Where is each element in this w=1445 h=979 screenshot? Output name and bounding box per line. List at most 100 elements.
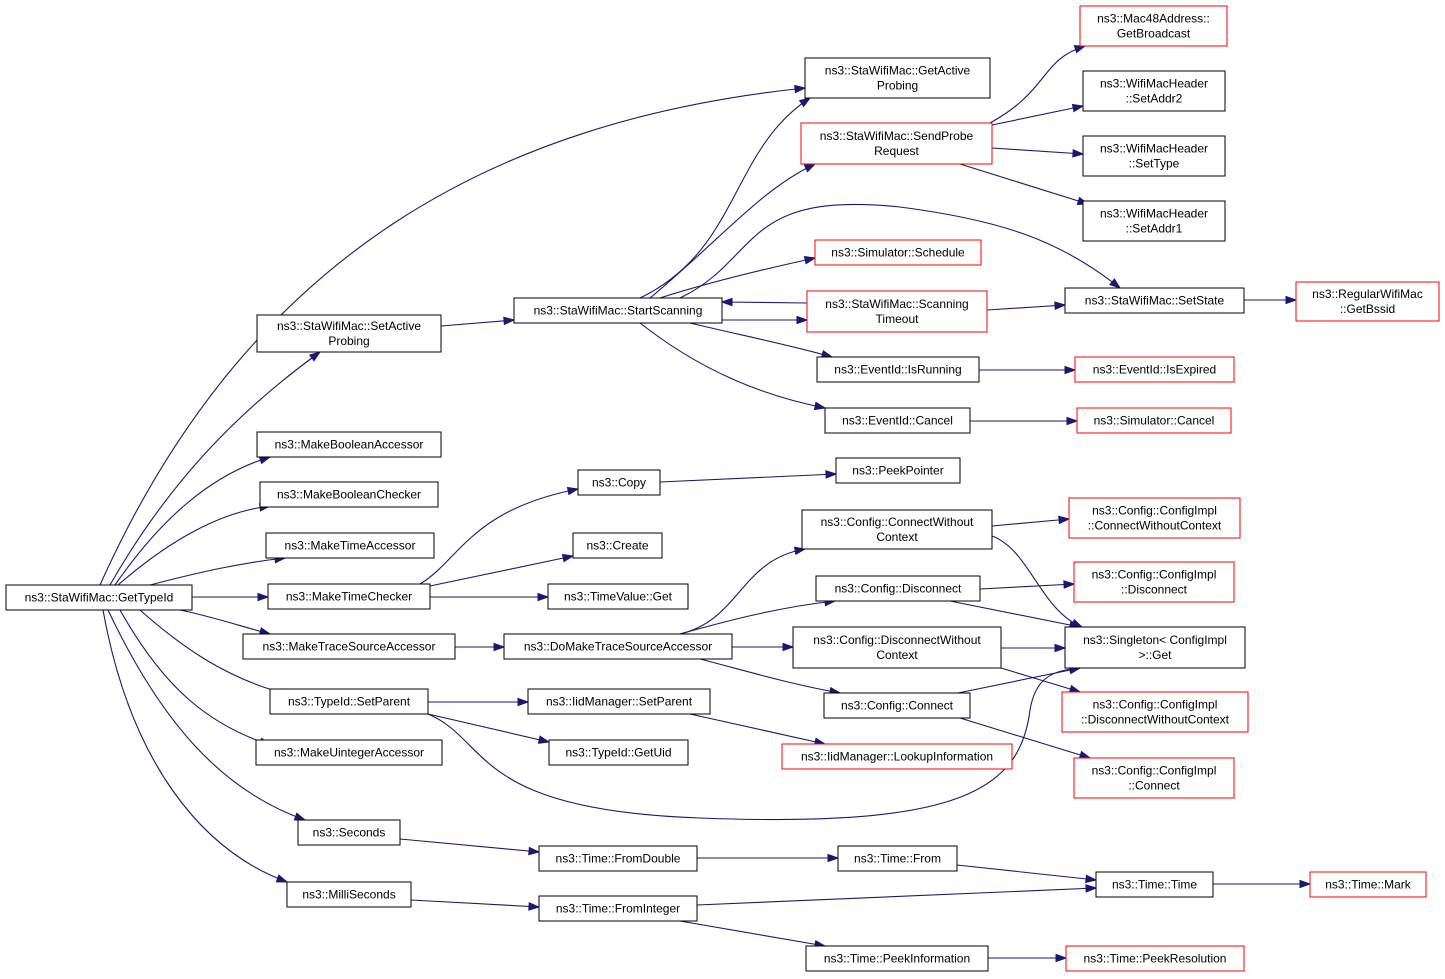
edge-line [109, 351, 321, 586]
node-box [814, 239, 982, 266]
call-edge [419, 486, 580, 585]
call-edge [991, 103, 1085, 126]
function-node-n6[interactable]: ns3::WifiMacHeader::SetAddr2 [1082, 70, 1226, 112]
function-node-n47[interactable]: ns3::Time::FromInteger [538, 895, 698, 922]
function-node-n21[interactable]: ns3::Copy [577, 469, 661, 496]
node-label: ns3::StaWifiMac::StartScanning [534, 304, 703, 318]
edge-line [979, 583, 1075, 590]
edge-line [440, 319, 515, 327]
edge-line [102, 609, 288, 883]
arrowhead-icon [1063, 580, 1076, 589]
function-node-n18[interactable]: ns3::MakeBooleanChecker [259, 481, 439, 508]
function-node-n30[interactable]: ns3::Config::ConfigImpl::Disconnect [1073, 561, 1235, 603]
node-box [256, 431, 442, 458]
function-node-n8[interactable]: ns3::WifiMacHeader::SetAddr1 [1082, 200, 1226, 242]
arrowhead-icon [1299, 879, 1312, 889]
node-box [1073, 561, 1235, 603]
function-node-n20[interactable]: ns3::MakeTimeChecker [267, 583, 431, 610]
call-edge [455, 642, 506, 652]
node-label: ns3::TypeId::SetParent [288, 695, 411, 709]
function-node-n23[interactable]: ns3::Create [572, 532, 663, 559]
function-node-n29[interactable]: ns3::Config::Disconnect [815, 575, 981, 602]
function-node-n28[interactable]: ns3::Config::ConfigImpl::ConnectWithoutC… [1068, 497, 1241, 539]
function-node-n0[interactable]: ns3::StaWifiMac::GetTypeId [5, 584, 193, 611]
function-node-n25[interactable]: ns3::MakeTraceSourceAccessor [242, 633, 456, 660]
node-label: Context [876, 648, 918, 662]
edge-line [107, 609, 306, 821]
arrowhead-icon [794, 84, 807, 94]
function-node-n34[interactable]: ns3::Config::ConfigImpl::DisconnectWitho… [1061, 691, 1249, 733]
edge-line [639, 322, 826, 409]
function-node-n19[interactable]: ns3::MakeTimeAccessor [265, 532, 435, 559]
node-box [297, 819, 401, 846]
edge-line [639, 97, 811, 299]
function-node-n13[interactable]: ns3::EventId::IsRunning [816, 356, 980, 383]
arrowhead-icon [1054, 643, 1067, 653]
function-node-n46[interactable]: ns3::MilliSeconds [286, 881, 412, 908]
call-edge [429, 553, 575, 587]
function-node-n39[interactable]: ns3::IidManager::LookupInformation [781, 743, 1013, 770]
edge-line [696, 887, 1097, 906]
function-node-n31[interactable]: ns3::Config::DisconnectWithoutContext [792, 626, 1002, 669]
arrowhead-icon [275, 874, 289, 883]
function-node-n42[interactable]: ns3::Time::FromDouble [538, 845, 698, 872]
node-box [801, 509, 993, 550]
function-node-n35[interactable]: ns3::Config::ConfigImpl::Connect [1073, 757, 1235, 799]
edge-line [659, 473, 837, 483]
function-node-n40[interactable]: ns3::MakeUintegerAccessor [255, 739, 443, 766]
function-node-n22[interactable]: ns3::PeekPointer [835, 457, 961, 484]
function-node-n45[interactable]: ns3::Time::Mark [1309, 871, 1427, 898]
function-node-n33[interactable]: ns3::Config::Connect [823, 692, 971, 719]
node-label: ns3::MakeUintegerAccessor [274, 746, 424, 760]
function-node-n49[interactable]: ns3::Time::PeekResolution [1065, 945, 1245, 972]
node-label: ns3::Time::Mark [1325, 878, 1412, 892]
function-node-n32[interactable]: ns3::Singleton< ConfigImpl>::Get [1064, 626, 1246, 669]
function-node-n3[interactable]: ns3::StaWifiMac::StartScanning [513, 297, 723, 324]
call-edge [109, 351, 322, 586]
function-node-n5[interactable]: ns3::Mac48Address::GetBroadcast [1079, 5, 1228, 47]
function-node-n14[interactable]: ns3::EventId::IsExpired [1074, 356, 1235, 383]
arrowhead-icon [1055, 953, 1068, 963]
edge-line [959, 717, 1091, 759]
arrowhead-icon [258, 455, 272, 465]
function-node-n38[interactable]: ns3::TypeId::GetUid [548, 739, 689, 766]
call-edge [440, 316, 516, 327]
node-box [815, 575, 981, 602]
function-node-n7[interactable]: ns3::WifiMacHeader::SetType [1082, 135, 1226, 177]
function-node-n43[interactable]: ns3::Time::From [837, 845, 958, 872]
function-node-n26[interactable]: ns3::DoMakeTraceSourceAccessor [503, 633, 733, 660]
node-label: ns3::Config::DisconnectWithout [813, 633, 981, 647]
function-node-n37[interactable]: ns3::IidManager::SetParent [527, 688, 711, 715]
function-node-n41[interactable]: ns3::Seconds [297, 819, 401, 846]
node-box [1295, 281, 1440, 322]
function-node-n11[interactable]: ns3::StaWifiMac::SetState [1064, 287, 1245, 314]
edge-line [149, 557, 286, 586]
node-label: ns3::Singleton< ConfigImpl [1083, 633, 1227, 647]
edge-line [679, 548, 806, 635]
arrowhead-icon [720, 297, 733, 307]
function-node-n9[interactable]: ns3::Simulator::Schedule [814, 239, 982, 266]
function-node-n27[interactable]: ns3::Config::ConnectWithoutContext [801, 509, 993, 550]
node-label: ns3::MilliSeconds [302, 888, 395, 902]
function-node-n36[interactable]: ns3::TypeId::SetParent [269, 688, 429, 715]
node-label: ::DisconnectWithoutContext [1081, 713, 1230, 727]
call-edge [979, 580, 1076, 590]
function-node-n24[interactable]: ns3::TimeValue::Get [547, 583, 689, 610]
arrowhead-icon [1071, 103, 1085, 113]
function-node-n12[interactable]: ns3::RegularWifiMac::GetBssid [1295, 281, 1440, 322]
node-label: ns3::StaWifiMac::SetState [1085, 294, 1225, 308]
call-edge [970, 416, 1079, 426]
function-node-n15[interactable]: ns3::EventId::Cancel [824, 407, 971, 434]
call-edge [991, 535, 1084, 628]
node-label: ns3::StaWifiMac::Scanning [825, 297, 968, 311]
function-node-n17[interactable]: ns3::MakeBooleanAccessor [256, 431, 442, 458]
function-node-n16[interactable]: ns3::Simulator::Cancel [1076, 407, 1232, 434]
arrowhead-icon [1085, 874, 1098, 884]
function-node-n48[interactable]: ns3::Time::PeekInformation [805, 945, 989, 972]
function-node-n44[interactable]: ns3::Time::Time [1095, 871, 1214, 898]
call-edge [988, 953, 1068, 963]
